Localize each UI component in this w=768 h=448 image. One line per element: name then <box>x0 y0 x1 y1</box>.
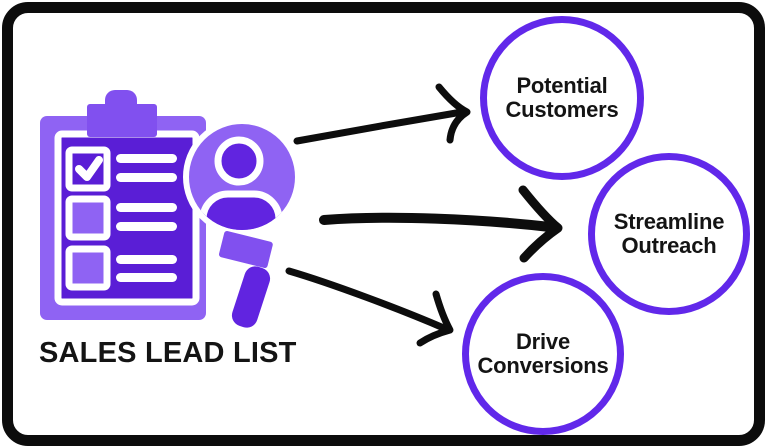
node-label: Potential <box>516 72 608 98</box>
node-label: Customers <box>505 97 619 122</box>
node-label: Conversions <box>477 353 609 378</box>
node-label: Streamline <box>613 208 725 234</box>
diagram-title: SALES LEAD LIST <box>39 337 297 369</box>
arrow-to-drive-conversions <box>285 267 454 347</box>
magnifier-person-icon <box>183 118 301 328</box>
arrow-to-streamline-outreach <box>319 185 563 263</box>
node-potential-customers: Potential Customers <box>480 16 644 180</box>
arrow-to-potential-customers <box>293 83 471 145</box>
node-label: Drive <box>515 328 571 354</box>
node-streamline-outreach: Streamline Outreach <box>588 153 750 315</box>
node-label: Outreach <box>621 233 717 258</box>
clipboard-checklist-icon <box>40 90 206 320</box>
node-drive-conversions: Drive Conversions <box>462 273 624 435</box>
